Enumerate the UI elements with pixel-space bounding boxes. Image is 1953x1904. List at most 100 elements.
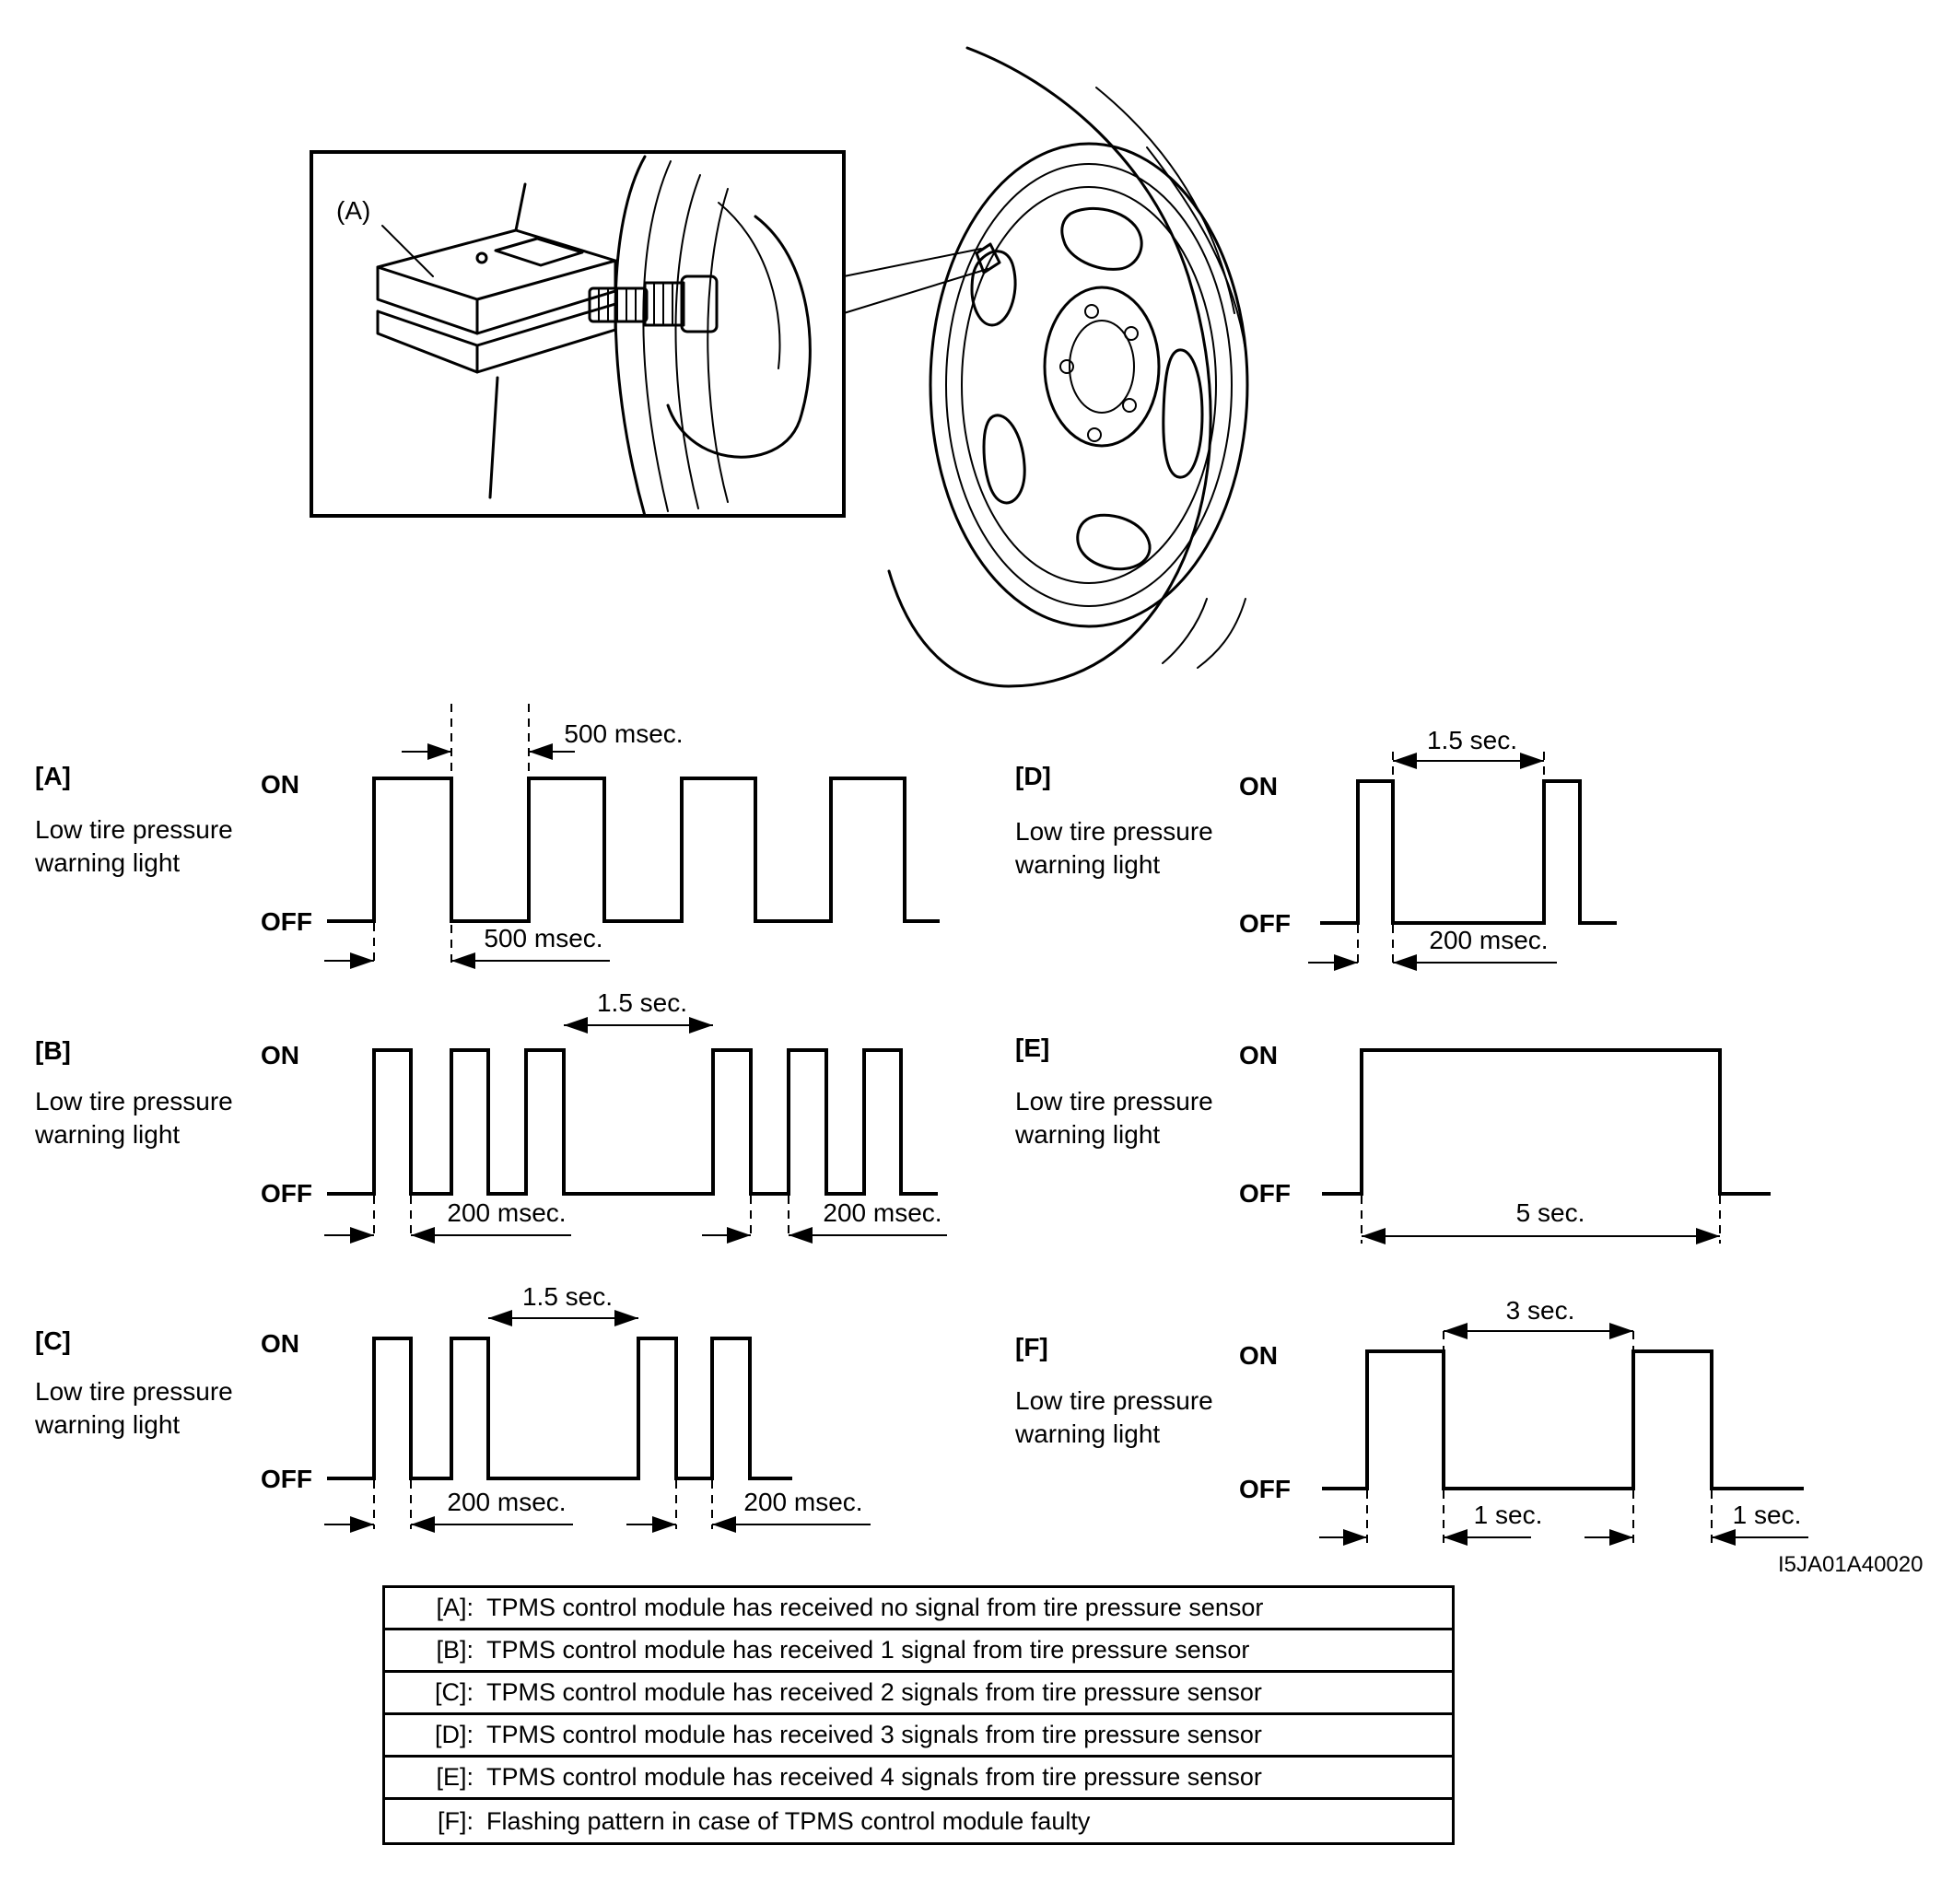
off-level-label: OFF <box>261 1465 312 1493</box>
legend-row: [D]: TPMS control module has received 3 s… <box>385 1715 1452 1758</box>
panel-caption-line: Low tire pressure <box>1015 1386 1213 1415</box>
panel-e: [E] Low tire pressure warning light ON OFF 5 … <box>1014 1034 1771 1244</box>
dimension-arrowhead <box>529 743 553 760</box>
timing-dimension: 1.5 sec. <box>1393 726 1544 769</box>
legend-key: [D]: <box>434 1721 474 1748</box>
on-level-label: ON <box>1239 772 1278 800</box>
panel-tag: [C] <box>35 1326 71 1355</box>
timing-dimension-label: 500 msec. <box>564 719 683 748</box>
timing-dimension: 500 msec. <box>324 924 610 969</box>
timing-dimension-label: 200 msec. <box>1429 926 1548 954</box>
pulse-waveform <box>327 1337 792 1480</box>
inset-frame <box>310 150 846 518</box>
tire-tread <box>887 46 1212 688</box>
off-level-label: OFF <box>1239 1179 1291 1208</box>
tpms-tool-body <box>376 228 617 301</box>
dimension-arrowhead <box>488 1310 512 1326</box>
legend-row: [A]: TPMS control module has received no … <box>385 1588 1452 1630</box>
figure-id: I5JA01A40020 <box>1778 1552 1923 1577</box>
panel-caption-line: Low tire pressure <box>35 1377 233 1406</box>
legend-key: [A]: <box>436 1594 474 1621</box>
dimension-arrowhead <box>350 1227 374 1244</box>
dimension-arrowhead <box>1343 1529 1367 1546</box>
dimension-arrowhead <box>427 743 451 760</box>
dimension-arrowhead <box>1609 1529 1633 1546</box>
legend-row: [E]:TPMS control module has received 4 s… <box>385 1758 1452 1800</box>
timing-dimension-label: 200 msec. <box>743 1488 862 1516</box>
panel-tag: [E] <box>1015 1034 1049 1062</box>
dimension-arrowhead <box>712 1516 736 1533</box>
timing-dimension-label: 200 msec. <box>823 1198 941 1227</box>
timing-dimension: 200 msec. <box>1308 926 1557 971</box>
panel-caption-line: warning light <box>1014 1419 1160 1448</box>
dimension-arrowhead <box>1712 1529 1736 1546</box>
legend-row: [C]:TPMS control module has received 2 s… <box>385 1673 1452 1715</box>
off-level-label: OFF <box>1239 909 1291 938</box>
timing-dimension: 200 msec. <box>702 1198 947 1244</box>
timing-dimension: 200 msec. <box>324 1488 573 1533</box>
timing-dimension-label: 200 msec. <box>447 1488 566 1516</box>
timing-dimension: 1 sec. <box>1585 1501 1808 1546</box>
panel-caption-line: warning light <box>1014 1120 1160 1149</box>
panel-caption-line: Low tire pressure <box>35 1087 233 1116</box>
timing-dimension-label: 3 sec. <box>1506 1296 1575 1325</box>
legend-key: [B]: <box>436 1636 474 1664</box>
dimension-arrowhead <box>1609 1323 1633 1339</box>
legend-description: TPMS control module has received 4 signa… <box>486 1763 1262 1791</box>
panel-caption-line: Low tire pressure <box>1015 1087 1213 1116</box>
dimension-arrowhead <box>1444 1323 1468 1339</box>
on-level-label: ON <box>261 1041 299 1069</box>
panel-tag: [A] <box>35 762 71 790</box>
dimension-arrowhead <box>614 1310 638 1326</box>
off-level-label: OFF <box>1239 1475 1291 1503</box>
legend-description: TPMS control module has received 3 signa… <box>486 1721 1262 1748</box>
panel-tag: [D] <box>1015 762 1051 790</box>
panel-caption-line: warning light <box>34 848 180 877</box>
pulse-waveform <box>327 777 940 923</box>
dimension-arrowhead <box>1520 753 1544 769</box>
dimension-arrowhead <box>451 952 475 969</box>
dimension-arrowhead <box>1334 954 1358 971</box>
timing-dimension-label: 5 sec. <box>1516 1198 1585 1227</box>
timing-dimension-label: 1.5 sec. <box>1427 726 1517 754</box>
pulse-waveform <box>1320 779 1617 925</box>
dimension-arrowhead <box>1393 954 1417 971</box>
wheel-rim <box>929 142 1249 628</box>
dimension-arrowhead <box>350 952 374 969</box>
wheel-hub <box>1043 286 1161 448</box>
dimension-arrowhead <box>564 1017 588 1034</box>
dimension-arrowhead <box>350 1516 374 1533</box>
timing-dimension: 500 msec. <box>402 719 684 760</box>
timing-dimension-label: 1.5 sec. <box>597 988 687 1017</box>
panel-caption-line: Low tire pressure <box>1015 817 1213 846</box>
on-level-label: ON <box>261 1329 299 1358</box>
timing-dimension: 1 sec. <box>1319 1501 1542 1546</box>
timing-dimension: 1.5 sec. <box>564 988 713 1034</box>
callout-label: (A) <box>336 196 370 225</box>
panel-tag: [F] <box>1015 1333 1048 1361</box>
timing-dimension-label: 500 msec. <box>484 924 602 952</box>
legend-table: [A]: TPMS control module has received no … <box>382 1585 1455 1845</box>
dimension-arrowhead <box>1696 1228 1720 1244</box>
panel-caption-line: Low tire pressure <box>35 815 233 844</box>
timing-dimension-label: 200 msec. <box>447 1198 566 1227</box>
legend-description: Flashing pattern in case of TPMS control… <box>486 1806 1091 1835</box>
timing-dimension: 200 msec. <box>324 1198 571 1244</box>
legend-description: TPMS control module has received no sign… <box>486 1594 1264 1621</box>
timing-dimension: 3 sec. <box>1444 1296 1633 1339</box>
timing-dimension: 1.5 sec. <box>488 1282 638 1326</box>
legend-key: [F]: <box>438 1806 474 1835</box>
pulse-waveform <box>1322 1349 1804 1490</box>
legend-row: [B]:TPMS control module has received 1 s… <box>385 1630 1452 1673</box>
dimension-arrowhead <box>789 1227 813 1244</box>
timing-dimension-label: 1 sec. <box>1733 1501 1802 1529</box>
dimension-arrowhead <box>1444 1529 1468 1546</box>
on-level-label: ON <box>1239 1041 1278 1069</box>
panel-caption-line: warning light <box>34 1120 180 1149</box>
panel-caption-line: warning light <box>34 1410 180 1439</box>
